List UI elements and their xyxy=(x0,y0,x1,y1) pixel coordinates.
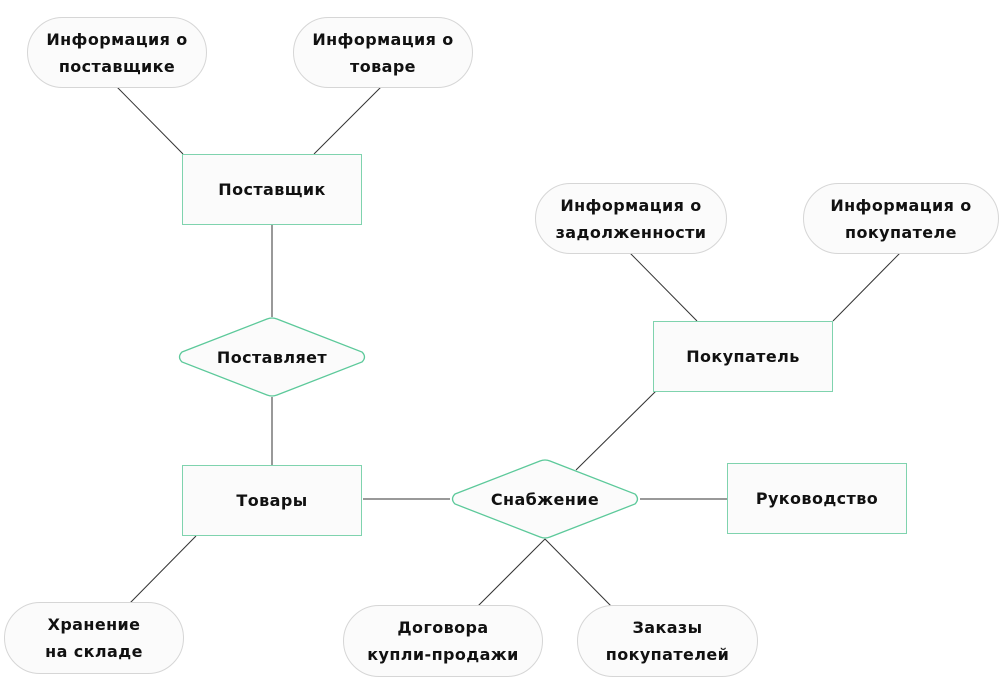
entity-customer: Покупатель xyxy=(653,321,833,392)
attribute-storage: Хранение на складе xyxy=(4,602,184,674)
attribute-contracts: Договора купли-продажи xyxy=(343,605,543,677)
attribute-contracts-label: Договора купли-продажи xyxy=(367,618,519,664)
attribute-storage-label: Хранение на складе xyxy=(45,615,143,661)
entity-customer-label: Покупатель xyxy=(686,347,800,366)
connector-customer-info-customer xyxy=(832,252,901,322)
connector-debt-info-customer xyxy=(629,252,698,322)
entity-goods: Товары xyxy=(182,465,362,536)
connector-provisioning-customer xyxy=(575,390,657,471)
connector-provisioning-orders xyxy=(544,538,612,607)
relationship-provisioning-diamond xyxy=(451,459,639,539)
connector-goods-storage xyxy=(129,535,197,604)
relationship-provisioning-label: Снабжение xyxy=(490,489,600,509)
connector-supplier-info-supplier xyxy=(116,86,184,155)
relationship-supplies-label: Поставляет xyxy=(216,347,328,367)
connector-provisioning-contracts xyxy=(477,538,546,607)
entity-supplier: Поставщик xyxy=(182,154,362,225)
attribute-supplier-info: Информация о поставщике xyxy=(27,17,207,88)
entity-supplier-label: Поставщик xyxy=(218,180,326,199)
relationship-provisioning: Снабжение xyxy=(450,459,640,539)
attribute-product-info: Информация о товаре xyxy=(293,17,473,88)
attribute-orders-label: Заказы покупателей xyxy=(605,618,730,664)
attribute-debt-info-label: Информация о задолженности xyxy=(555,195,707,242)
entity-goods-label: Товары xyxy=(236,491,308,510)
attribute-debt-info: Информация о задолженности xyxy=(535,183,727,254)
entity-management: Руководство xyxy=(727,463,907,534)
relationship-supplies: Поставляет xyxy=(177,317,367,397)
relationship-supplies-diamond xyxy=(178,317,366,397)
entity-management-label: Руководство xyxy=(755,489,879,508)
attribute-orders: Заказы покупателей xyxy=(577,605,758,677)
attribute-product-info-label: Информация о товаре xyxy=(312,29,454,76)
attribute-supplier-info-label: Информация о поставщике xyxy=(46,29,188,76)
connector-product-info-supplier xyxy=(313,86,382,155)
attribute-customer-info: Информация о покупателе xyxy=(803,183,999,254)
attribute-customer-info-label: Информация о покупателе xyxy=(830,195,972,242)
